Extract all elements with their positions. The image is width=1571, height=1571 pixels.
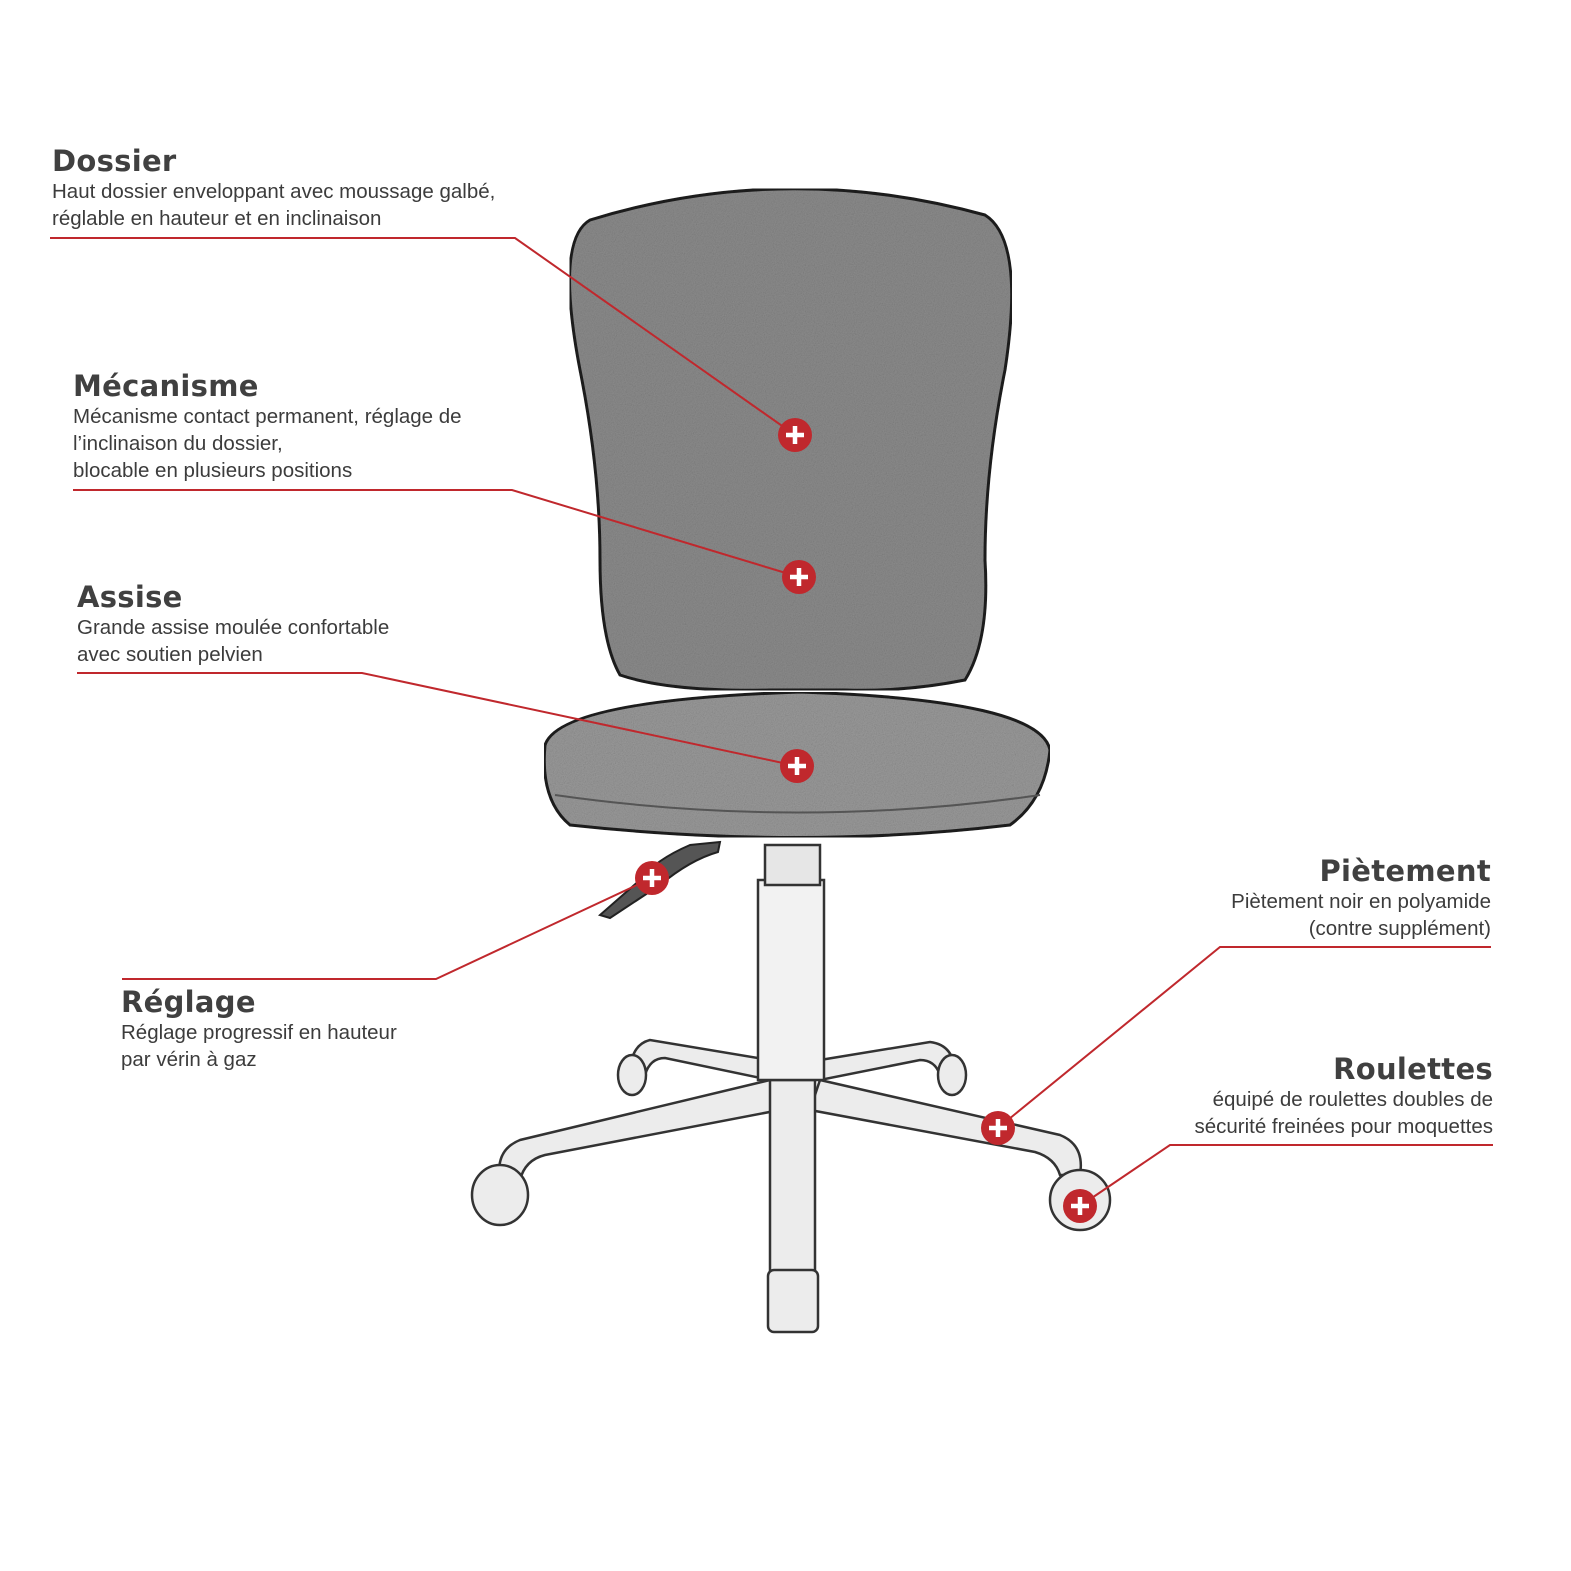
feature-description-line: Grande assise moulée confortable bbox=[77, 616, 390, 639]
feature-description-line: l’inclinaison du dossier, bbox=[73, 432, 283, 455]
feature-description-line: par vérin à gaz bbox=[121, 1048, 257, 1071]
leader-line-pietement bbox=[997, 946, 1491, 1129]
feature-description-line: sécurité freinées pour moquettes bbox=[1194, 1115, 1493, 1138]
feature-description-line: (contre supplément) bbox=[1308, 917, 1491, 940]
label-mecanisme: Mécanisme Mécanisme contact permanent, r… bbox=[73, 369, 462, 484]
label-roulettes: Roulettes équipé de roulettes doubles de… bbox=[1194, 1052, 1493, 1140]
leader-line-dossier bbox=[50, 237, 796, 436]
feature-description-line: Mécanisme contact permanent, réglage de bbox=[73, 405, 462, 428]
feature-description-line: blocable en plusieurs positions bbox=[73, 459, 353, 482]
hotspots bbox=[635, 418, 1097, 1223]
plus-marker-icon-roulettes[interactable] bbox=[1063, 1189, 1097, 1223]
plus-marker-icon-assise[interactable] bbox=[780, 749, 814, 783]
feature-description-line: Réglage progressif en hauteur bbox=[121, 1021, 397, 1044]
feature-title: Assise bbox=[77, 580, 183, 614]
feature-title: Piètement bbox=[1319, 854, 1491, 888]
feature-description-line: équipé de roulettes doubles de bbox=[1212, 1088, 1493, 1111]
leader-line-roulettes bbox=[1079, 1144, 1493, 1207]
leader-line-reglage bbox=[122, 877, 653, 980]
label-pietement: Piètement Piètement noir en polyamide (c… bbox=[1231, 854, 1491, 942]
plus-marker-icon-reglage[interactable] bbox=[635, 861, 669, 895]
leader-line-assise bbox=[77, 672, 798, 767]
chair bbox=[470, 187, 1112, 1334]
feature-description-line: Haut dossier enveloppant avec moussage g… bbox=[52, 180, 496, 203]
plus-marker-icon-dossier[interactable] bbox=[778, 418, 812, 452]
feature-description-line: Piètement noir en polyamide bbox=[1231, 890, 1491, 913]
feature-description-line: réglable en hauteur et en inclinaison bbox=[52, 207, 382, 230]
label-reglage: Réglage Réglage progressif en hauteur pa… bbox=[121, 985, 397, 1073]
feature-title: Mécanisme bbox=[73, 369, 259, 403]
plus-marker-icon-pietement[interactable] bbox=[981, 1111, 1015, 1145]
feature-title: Réglage bbox=[121, 985, 256, 1019]
leader-lines bbox=[50, 237, 1493, 1207]
feature-title: Roulettes bbox=[1333, 1052, 1493, 1086]
feature-description-line: avec soutien pelvien bbox=[77, 643, 263, 666]
feature-title: Dossier bbox=[52, 144, 177, 178]
chair-base bbox=[470, 843, 1112, 1334]
label-assise: Assise Grande assise moulée confortable … bbox=[77, 580, 389, 668]
leader-line-mecanisme bbox=[73, 489, 800, 578]
label-dossier: Dossier Haut dossier enveloppant avec mo… bbox=[52, 144, 495, 232]
plus-marker-icon-mecanisme[interactable] bbox=[782, 560, 816, 594]
